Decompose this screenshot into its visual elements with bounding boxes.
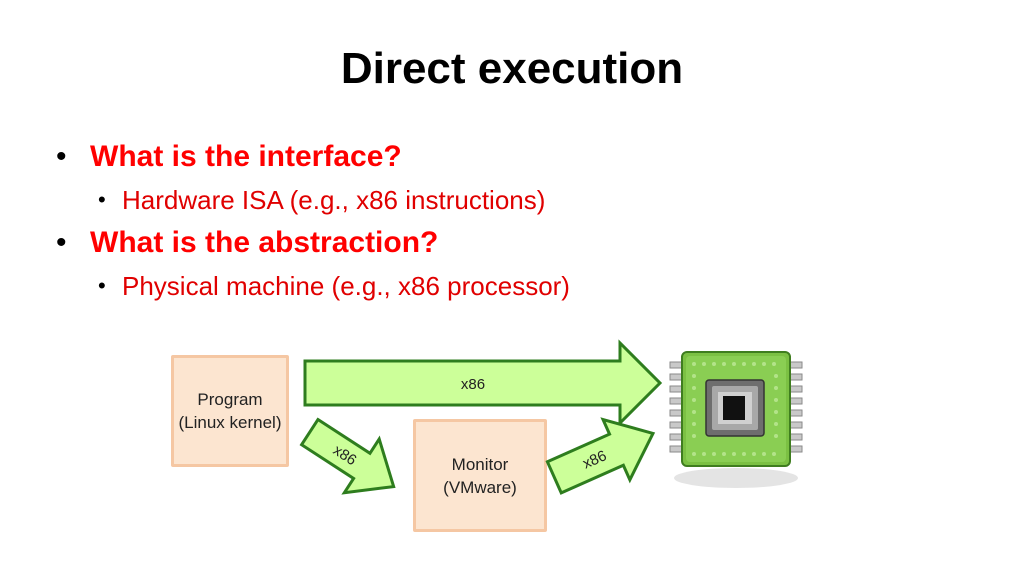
sub-bullet-abstraction-text: Physical machine (e.g., x86 processor) xyxy=(122,271,570,301)
arrow-top-label: x86 xyxy=(461,376,485,393)
monitor-box-line1: Monitor xyxy=(451,454,509,474)
processor-chip-icon xyxy=(669,351,803,488)
arrow-monitor-to-cpu: x86 xyxy=(545,417,656,495)
bullet-interface: • What is the interface? xyxy=(56,136,956,178)
slide-title: Direct execution xyxy=(340,44,684,93)
program-box-line2: (Linux kernel) xyxy=(178,413,282,432)
sub-bullet-abstraction: • Physical machine (e.g., x86 processor) xyxy=(56,264,956,308)
bullet-interface-text: What is the interface? xyxy=(90,140,402,173)
sub-bullet-interface-text: Hardware ISA (e.g., x86 instructions) xyxy=(122,185,546,215)
bullet-dot-icon: • xyxy=(56,226,67,259)
program-box-line1: Program xyxy=(197,390,263,409)
bullet-dot-icon: • xyxy=(98,187,106,212)
bullet-list: • What is the interface? • Hardware ISA … xyxy=(56,136,956,308)
monitor-box: Monitor (VMware) xyxy=(413,419,547,532)
arrow-program-to-monitor: x86 xyxy=(299,417,396,495)
sub-bullet-interface: • Hardware ISA (e.g., x86 instructions) xyxy=(56,178,956,222)
monitor-box-line2: (VMware) xyxy=(443,477,517,497)
bullet-dot-icon: • xyxy=(98,273,106,298)
arrow-program-to-cpu xyxy=(303,339,663,427)
program-box: Program (Linux kernel) xyxy=(171,355,289,467)
bullet-dot-icon: • xyxy=(56,140,67,173)
bullet-abstraction: • What is the abstraction? xyxy=(56,222,956,264)
bullet-abstraction-text: What is the abstraction? xyxy=(90,226,439,259)
